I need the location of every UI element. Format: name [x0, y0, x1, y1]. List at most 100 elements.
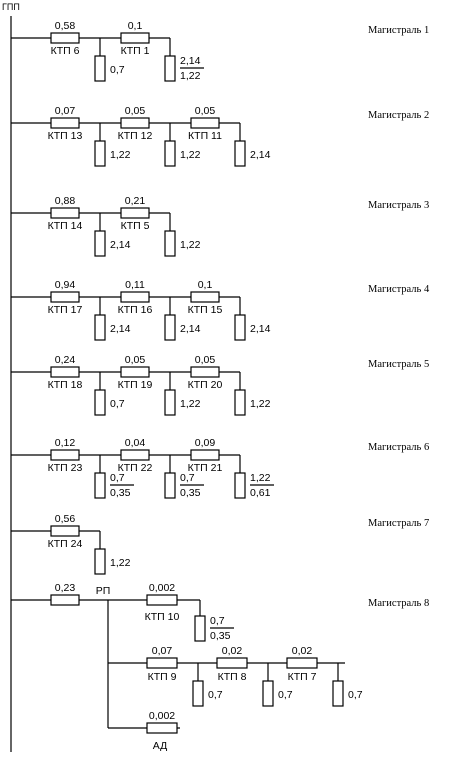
main-4-seg-1-line-value: 0,94	[55, 279, 76, 291]
main-8-b3-label: АД	[153, 740, 167, 752]
main-6-seg-1-resistor	[50, 449, 80, 461]
main-2-seg-3-load-resistor	[234, 140, 246, 167]
main-5-seg-3-resistor	[190, 366, 220, 378]
main-5-seg-1-load-value: 0,7	[110, 398, 125, 410]
main-7-title: Магистраль 7	[368, 518, 429, 529]
main-3-seg-2-line-value: 0,21	[125, 195, 146, 207]
main-8-b2-seg-2-tp-label: КТП 8	[218, 671, 247, 683]
main-4-title: Магистраль 4	[368, 284, 430, 295]
main-6-seg-2-line-value: 0,04	[125, 437, 146, 449]
main-6-seg-2-resistor	[120, 449, 150, 461]
main-1-seg-2-resistor	[120, 32, 150, 44]
main-2-title: Магистраль 2	[368, 110, 429, 121]
main-2-seg-2-tp-label: КТП 12	[118, 130, 153, 142]
main-8-b2-seg-1-resistor	[146, 657, 178, 669]
main-6-seg-1-load-value-2: 0,35	[110, 487, 131, 499]
main-8-b2-seg-2-load-resistor	[262, 680, 274, 707]
main-1-seg-1-tp-label: КТП 6	[51, 45, 80, 57]
main-2-seg-1-line-value: 0,07	[55, 105, 76, 117]
main-6-seg-3-tp-label: КТП 21	[188, 462, 223, 474]
main-3-seg-1-resistor	[50, 207, 80, 219]
main-6-seg-1-load-value: 0,7	[110, 472, 125, 484]
main-4-seg-3-line-value: 0,1	[198, 279, 213, 291]
main-5-seg-1-load-resistor	[94, 389, 106, 416]
main-8-b2-seg-1-load-value: 0,7	[208, 689, 223, 701]
main-5-seg-2-resistor	[120, 366, 150, 378]
main-1-seg-2-load-resistor	[164, 55, 176, 82]
main-2-seg-1-tp-label: КТП 13	[48, 130, 83, 142]
main-5-seg-2-tp-label: КТП 19	[118, 379, 153, 391]
main-8-feeder-line-value: 0,23	[55, 582, 76, 594]
main-8-b2-seg-1-load-resistor	[192, 680, 204, 707]
main-6-seg-1-line-value: 0,12	[55, 437, 76, 449]
main-4-seg-2-resistor	[120, 291, 150, 303]
main-7-seg-1-resistor	[50, 525, 80, 537]
main-3-seg-2-resistor	[120, 207, 150, 219]
main-4-seg-2-line-value: 0,11	[125, 279, 145, 291]
main-1-seg-1-resistor	[50, 32, 80, 44]
main-7-seg-1-load-value: 1,22	[110, 557, 131, 569]
main-6-seg-3-load-value-2: 0,61	[250, 487, 271, 499]
main-2-seg-3-line-value: 0,05	[195, 105, 216, 117]
main-5-seg-1-resistor	[50, 366, 80, 378]
main-2-seg-2-load-resistor	[164, 140, 176, 167]
main-3-title: Магистраль 3	[368, 200, 429, 211]
main-6-seg-3-resistor	[190, 449, 220, 461]
main-8-b2-seg-3-load-resistor	[332, 680, 344, 707]
main-4-seg-3-load-value: 2,14	[250, 323, 271, 335]
main-6-seg-2-load-value: 0,7	[180, 472, 195, 484]
main-6-seg-1-tp-label: КТП 23	[48, 462, 83, 474]
main-1-seg-2-line-value: 0,1	[128, 20, 143, 32]
main-5-title: Магистраль 5	[368, 359, 429, 370]
main-8-b3-line-value: 0,002	[149, 710, 175, 722]
main-8-b2-seg-3-load-value: 0,7	[348, 689, 363, 701]
main-6-seg-2-load-resistor	[164, 472, 176, 499]
source-label: ГПП	[2, 2, 20, 12]
main-8-b1-line-value: 0,002	[149, 582, 175, 594]
main-4-seg-3-tp-label: КТП 15	[188, 304, 223, 316]
main-5-seg-1-tp-label: КТП 18	[48, 379, 83, 391]
main-8-b1-tp-label: КТП 10	[145, 611, 180, 623]
main-6-seg-2-load-value-2: 0,35	[180, 487, 201, 499]
main-4-seg-3-resistor	[190, 291, 220, 303]
main-8-b2-seg-2-resistor	[216, 657, 248, 669]
main-2-seg-3-load-value: 2,14	[250, 149, 271, 161]
main-3-seg-1-load-resistor	[94, 230, 106, 257]
main-6-seg-2-tp-label: КТП 22	[118, 462, 153, 474]
main-8-b1-resistor	[146, 594, 178, 606]
main-5-seg-3-load-value: 1,22	[250, 398, 271, 410]
main-8-b2-seg-2-line-value: 0,02	[222, 645, 243, 657]
main-8-b2-seg-3-tp-label: КТП 7	[288, 671, 317, 683]
main-2-seg-1-load-resistor	[94, 140, 106, 167]
main-6-seg-3-load-resistor	[234, 472, 246, 499]
main-3-seg-2-load-value: 1,22	[180, 239, 201, 251]
main-1-seg-2-tp-label: КТП 1	[121, 45, 150, 57]
main-2-seg-2-resistor	[120, 117, 150, 129]
main-6-seg-3-load-value: 1,22	[250, 472, 271, 484]
main-5-seg-1-line-value: 0,24	[55, 354, 76, 366]
main-2-seg-1-resistor	[50, 117, 80, 129]
main-2-seg-2-line-value: 0,05	[125, 105, 146, 117]
main-1-seg-2-load-value-2: 1,22	[180, 70, 201, 82]
main-8-b1-load-resistor	[194, 615, 206, 642]
main-8-b1-load-value: 0,7	[210, 615, 225, 627]
main-6-seg-1-load-resistor	[94, 472, 106, 499]
main-8-feeder-resistor	[50, 594, 80, 606]
main-8-b3-resistor	[146, 722, 178, 734]
main-7-seg-1-line-value: 0,56	[55, 513, 76, 525]
main-2-seg-1-load-value: 1,22	[110, 149, 131, 161]
main-5-seg-2-load-value: 1,22	[180, 398, 201, 410]
main-7-seg-1-load-resistor	[94, 548, 106, 575]
main-4-seg-2-load-resistor	[164, 314, 176, 341]
main-5-seg-3-tp-label: КТП 20	[188, 379, 223, 391]
main-3-seg-1-tp-label: КТП 14	[48, 220, 83, 232]
main-8-b2-seg-3-line-value: 0,02	[292, 645, 313, 657]
main-3-seg-1-load-value: 2,14	[110, 239, 131, 251]
main-5-seg-2-line-value: 0,05	[125, 354, 146, 366]
main-8-title: Магистраль 8	[368, 598, 429, 609]
main-4-seg-1-resistor	[50, 291, 80, 303]
